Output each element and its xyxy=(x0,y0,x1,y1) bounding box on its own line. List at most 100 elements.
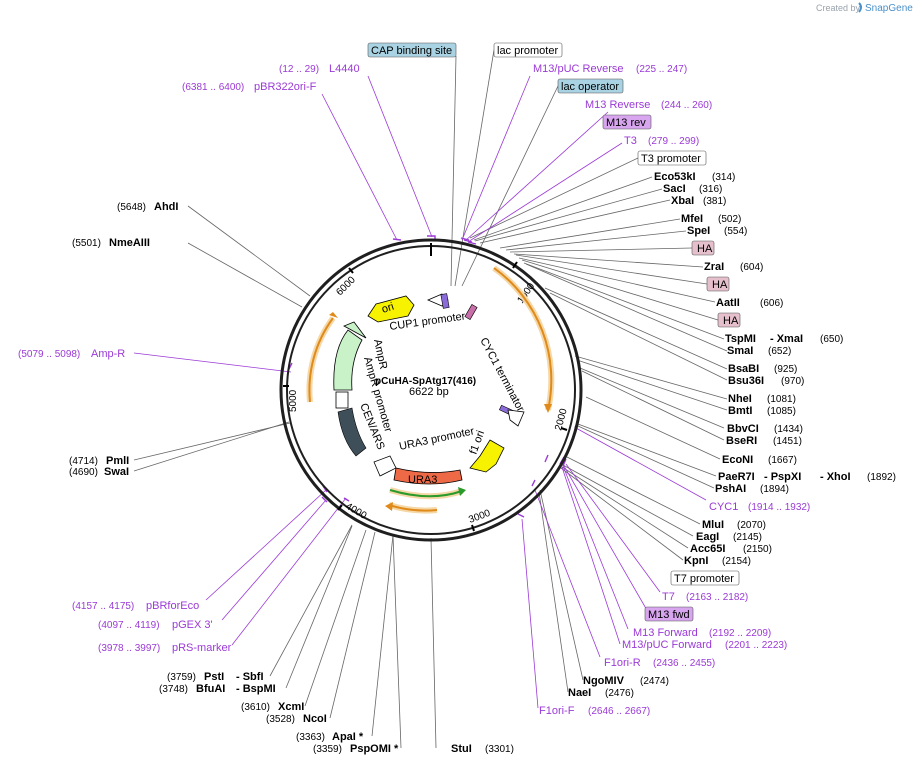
site-name-nmeaiii: NmeAIII xyxy=(109,237,150,249)
lac-operator-label: lac operator xyxy=(561,81,619,93)
primer-name-pbrforeco: pBRforEco xyxy=(146,600,199,612)
site-name-nhei: NheI xyxy=(728,393,752,405)
site-name-paer7i: PaeR7I xyxy=(718,471,755,483)
primer-name-l4440: L4440 xyxy=(329,63,360,75)
site-name-eagi: EagI xyxy=(696,531,719,543)
site-pos-nmeaiii: (5501) xyxy=(72,238,101,249)
tick-label-5000: 5000 xyxy=(288,389,299,412)
site-name-kpni: KpnI xyxy=(684,555,708,567)
ha-tag-label-3: HA xyxy=(723,315,739,327)
site-pos-mlui: (2070) xyxy=(737,520,766,531)
m13-fwd-label: M13 fwd xyxy=(648,609,690,621)
site-pos-smai: (652) xyxy=(768,346,791,357)
primer-pos-m13-reverse: (244 .. 260) xyxy=(661,100,712,111)
site-name-bbvci: BbvCI xyxy=(727,423,759,435)
ha-tag-label-2: HA xyxy=(712,279,728,291)
site-pos-bseri: (1451) xyxy=(773,436,802,447)
site-pos-xcmi: (3610) xyxy=(241,702,270,713)
primer-pos-cyc1: (1914 .. 1932) xyxy=(748,502,810,513)
site-name-econi: EcoNI xyxy=(722,454,753,466)
site-pos-psti: (3759) xyxy=(167,672,196,683)
site-pos-kpni: (2154) xyxy=(722,556,751,567)
primer-pos-f1ori-f: (2646 .. 2667) xyxy=(588,706,650,717)
site-name-bsu36i: Bsu36I xyxy=(728,375,764,387)
site-pos-bfuai: (3748) xyxy=(159,684,188,695)
primer-name-m13-puc-reverse: M13/pUC Reverse xyxy=(533,63,623,75)
primer-name-t3: T3 xyxy=(624,135,637,147)
primer-pos-pbrforeco: (4157 .. 4175) xyxy=(72,601,134,612)
site-pos-zrai: (604) xyxy=(740,262,763,273)
lac-promoter-label: lac promoter xyxy=(497,45,558,57)
primer-name-f1ori-f: F1ori-F xyxy=(539,705,575,717)
site-name-xhoi: - XhoI xyxy=(820,471,851,483)
tick-label-6000: 6000 xyxy=(334,274,358,298)
site-pos-aatii: (606) xyxy=(760,298,783,309)
primer-pos-t3: (279 .. 299) xyxy=(648,136,699,147)
site-pos-paer7i: (1892) xyxy=(867,472,896,483)
site-name-tspmi: TspMI xyxy=(725,333,756,345)
cap-binding-site-label: CAP binding site xyxy=(371,45,452,57)
primer-name-pbr322ori-f: pBR322ori-F xyxy=(254,81,317,93)
cen-ars-feature xyxy=(337,407,367,457)
cyc1-arc-head xyxy=(544,404,552,413)
ori-feature xyxy=(367,295,415,323)
site-name-mfei: MfeI xyxy=(681,213,703,225)
primer-name-prs-marker: pRS-marker xyxy=(172,642,232,654)
primer-name-m13-puc-forward: M13/pUC Forward xyxy=(622,639,712,651)
credit-prefix: Created by xyxy=(816,3,861,13)
site-pos-saci: (316) xyxy=(699,184,722,195)
site-pos-stui: (3301) xyxy=(485,744,514,755)
tick-label-2000: 2000 xyxy=(553,407,569,432)
primer-pos-t7: (2163 .. 2182) xyxy=(686,592,748,603)
site-name-mlui: MluI xyxy=(702,519,724,531)
ori-label: ori xyxy=(380,301,395,316)
site-pos-swai: (4690) xyxy=(69,467,98,478)
primer-name-t7: T7 xyxy=(662,591,675,603)
site-name-bseri: BseRI xyxy=(726,435,757,447)
cyc1-arc xyxy=(493,267,553,411)
ura3-promoter-label: URA3 promoter xyxy=(398,425,476,453)
site-name-zrai: ZraI xyxy=(704,261,724,273)
site-name-aatii: AatII xyxy=(716,297,740,309)
site-name-pmli: PmlI xyxy=(106,455,129,467)
leader-lines xyxy=(133,49,728,749)
site-name-saci: SacI xyxy=(663,183,686,195)
plasmid-size: 6622 bp xyxy=(409,386,449,398)
boxed-labels: CAP binding site lac promoter lac operat… xyxy=(367,42,741,622)
site-name-ncoi: NcoI xyxy=(303,713,327,725)
site-pos-naei: (2476) xyxy=(605,688,634,699)
site-name-bspmi: - BspMI xyxy=(236,683,276,695)
t3-promoter-label: T3 promoter xyxy=(641,153,701,165)
site-pos-spei: (554) xyxy=(724,226,747,237)
site-pos-apai: (3363) xyxy=(296,732,325,743)
primer-pos-pgex3: (4097 .. 4119) xyxy=(98,620,160,631)
site-name-bmti: BmtI xyxy=(728,405,752,417)
site-name-stui: StuI xyxy=(451,743,472,755)
site-name-eco53ki: Eco53kI xyxy=(654,171,696,183)
site-pos-econi: (1667) xyxy=(768,455,797,466)
site-pos-eagi: (2145) xyxy=(733,532,762,543)
site-name-psti: PstI xyxy=(204,671,224,683)
site-pos-bbvci: (1434) xyxy=(774,424,803,435)
site-pos-pshai: (1894) xyxy=(760,484,789,495)
site-name-xmai: - XmaI xyxy=(770,333,803,345)
primer-pos-pbr322ori-f: (6381 .. 6400) xyxy=(182,82,244,93)
site-name-ahdi: AhdI xyxy=(154,201,178,213)
credit-brand: SnapGene xyxy=(865,3,913,14)
site-name-pspomi: PspOMI * xyxy=(350,743,399,755)
site-name-pspxi: - PspXI xyxy=(764,471,801,483)
site-pos-ngomiv: (2474) xyxy=(640,676,669,687)
primer-name-cyc1: CYC1 xyxy=(709,501,738,513)
site-name-sbfi: - SbfI xyxy=(236,671,264,683)
site-pos-tspmi: (650) xyxy=(820,334,843,345)
site-pos-ahdi: (5648) xyxy=(117,202,146,213)
site-pos-pmli: (4714) xyxy=(69,456,98,467)
cyc1-terminator-label: CYC1 terminator xyxy=(477,336,526,414)
primer-pos-m13-puc-reverse: (225 .. 247) xyxy=(636,64,687,75)
snapgene-logo-icon xyxy=(858,2,862,13)
primer-pos-f1ori-r: (2436 .. 2455) xyxy=(653,658,715,669)
site-name-naei: NaeI xyxy=(568,687,591,699)
ampr-feature xyxy=(333,329,363,391)
tick-label-3000: 3000 xyxy=(467,508,492,526)
